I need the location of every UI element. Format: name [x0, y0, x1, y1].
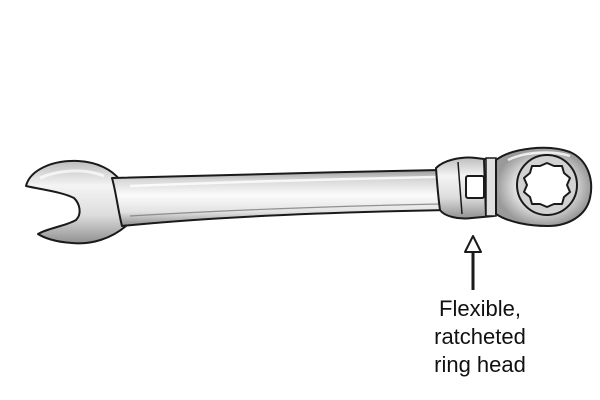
- callout-line-2: ratcheted: [434, 324, 526, 349]
- flex-joint: [435, 156, 497, 220]
- ratcheted-ring-head: [495, 146, 593, 227]
- spanner-shaft: [111, 169, 449, 227]
- arrow-up-icon: [464, 235, 482, 290]
- ring-head-callout-label: Flexible, ratcheted ring head: [410, 295, 550, 379]
- callout-line-3: ring head: [434, 352, 526, 377]
- open-end-head: [25, 159, 127, 245]
- callout-line-1: Flexible,: [439, 296, 521, 321]
